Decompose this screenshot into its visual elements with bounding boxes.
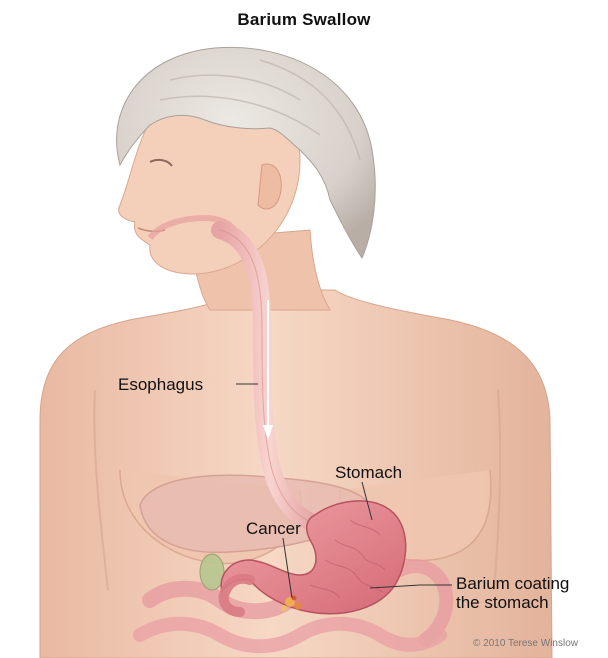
stomach-label: Stomach [335,463,402,482]
barium-coating-label: Barium coating the stomach [456,574,569,612]
gallbladder [200,554,224,590]
copyright-credit: © 2010 Terese Winslow [473,638,578,649]
cancer-label: Cancer [246,519,301,538]
esophagus-label: Esophagus [118,375,203,394]
